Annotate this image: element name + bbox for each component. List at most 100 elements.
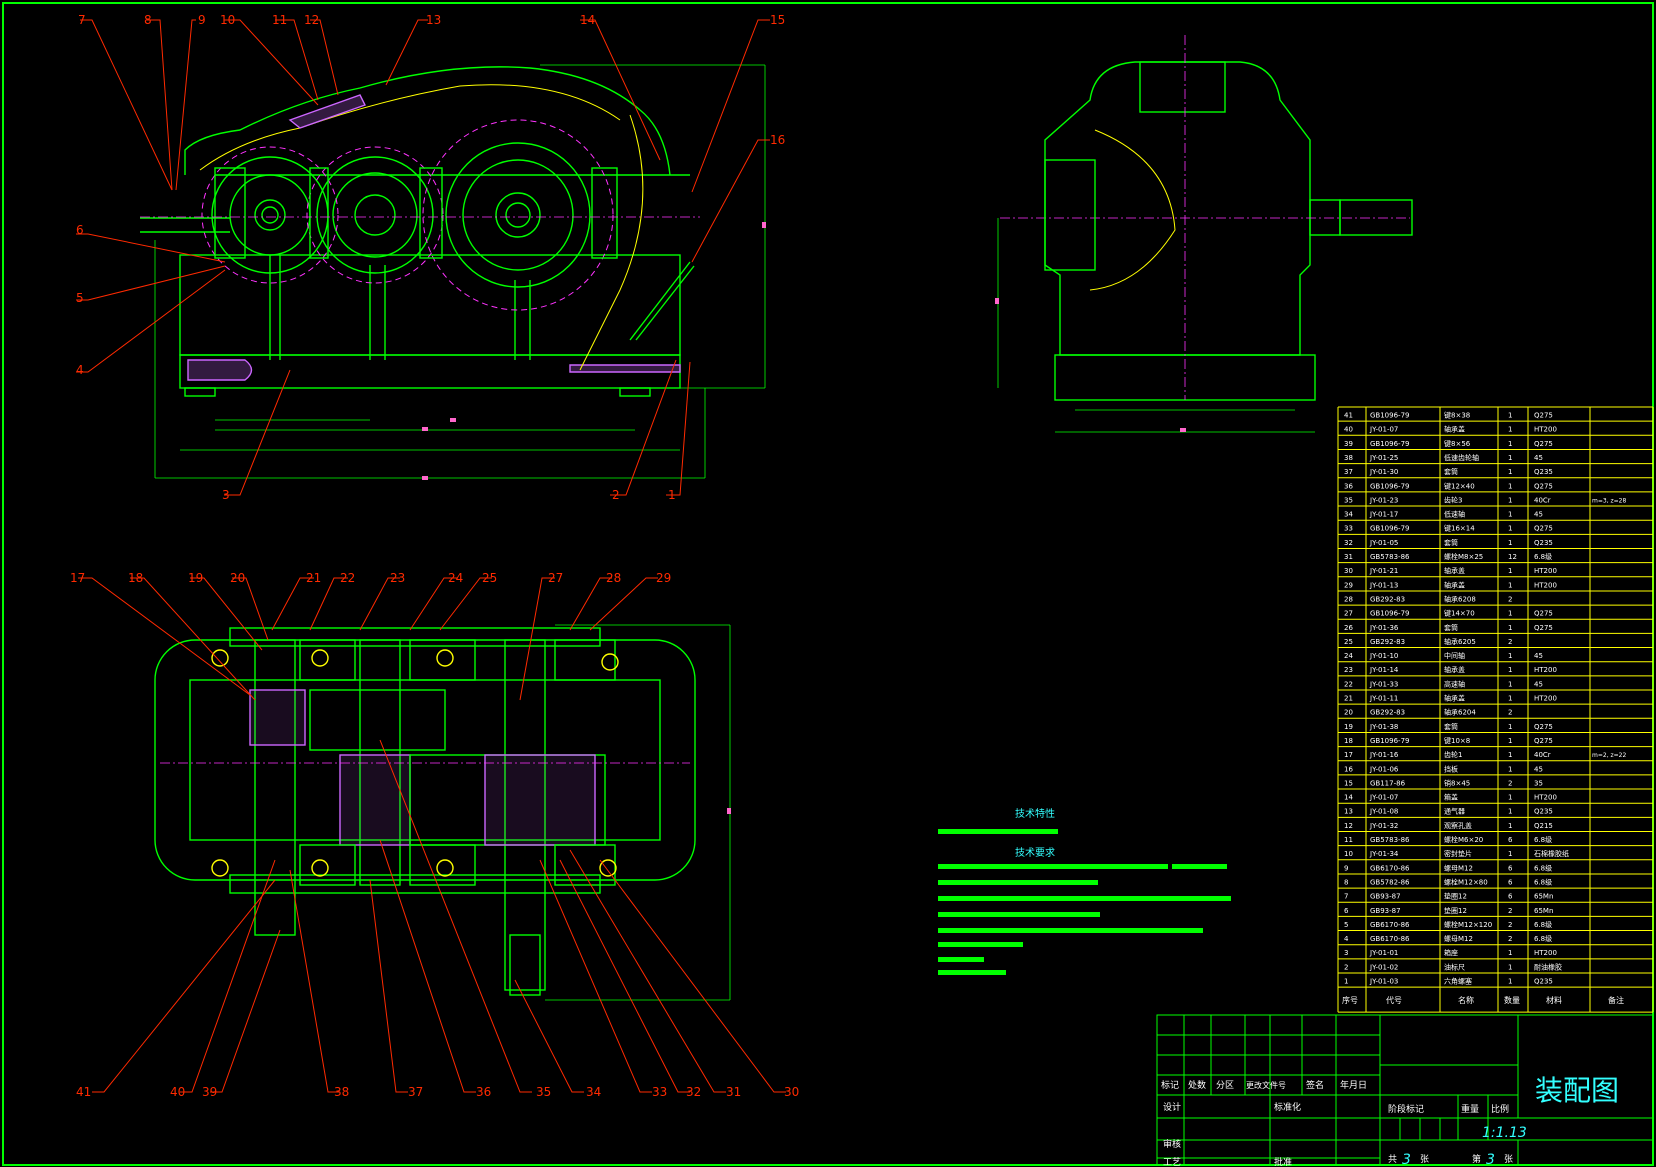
gear-high-inner [254,199,286,231]
part-row-material: Q235 [1534,808,1553,816]
callout-13: 13 [426,13,441,27]
dim-mark-1 [422,427,428,431]
part-row-qty: 1 [1508,963,1512,971]
part-row-material: 40Cr [1534,496,1551,504]
part-row-name: 键12×40 [1444,481,1475,490]
part-row-qty: 2 [1508,907,1512,915]
tb-sheet-prefix: 第 [1472,1153,1481,1165]
part-row-material: Q275 [1534,412,1553,420]
hatch-right-wall [569,364,681,373]
tech-line-2b [1172,864,1227,869]
plan-view [154,624,731,1001]
part-row-name: 套筒 [1444,623,1458,632]
part-row-code: JY-01-01 [1369,949,1398,957]
tb-change: 更改文件号 [1246,1080,1286,1090]
part-row-qty: 1 [1508,794,1512,802]
part-row-index: 24 [1344,652,1353,660]
tb-standard: 标准化 [1274,1101,1301,1113]
tb-mark: 标记 [1161,1079,1179,1091]
hatch-cover [288,94,366,129]
part-row-index: 22 [1344,680,1353,688]
part-row-note: m=3, z=28 [1592,497,1626,504]
pitch-circle-1 [201,146,339,284]
part-row-code: JY-01-30 [1369,468,1398,476]
part-row-name: 齿轮3 [1444,495,1462,504]
part-row-material: 6.8级 [1534,835,1552,844]
tech-line-9 [938,970,1006,975]
part-row-qty: 1 [1508,482,1512,490]
pitch-circle-3 [422,119,614,311]
table-header-code: 代号 [1386,995,1402,1005]
gear-high-hub [261,206,279,224]
part-row-qty: 6 [1508,836,1513,844]
part-row-qty: 2 [1508,935,1512,943]
part-row-material: 65Mn [1534,907,1553,915]
part-row-index: 27 [1344,610,1353,618]
part-row-index: 8 [1344,878,1348,886]
front-callout-numbers: 7 8 9 10 11 12 13 14 15 16 6 5 4 3 2 1 [76,13,785,502]
part-row-qty: 1 [1508,666,1512,674]
part-row-index: 38 [1344,454,1353,462]
part-row-name: 轴承盖 [1444,694,1465,703]
part-row-code: JY-01-06 [1369,765,1399,773]
callout-41: 41 [76,1085,91,1099]
part-row-qty: 6 [1508,893,1513,901]
callout-15: 15 [770,13,785,27]
part-row-name: 六角螺塞 [1444,977,1472,986]
part-row-name: 螺母M12 [1444,863,1473,872]
callout-20: 20 [230,571,245,585]
callout-8: 8 [144,13,152,27]
oil-dipstick [629,261,691,341]
part-row-code: GB6170-86 [1370,864,1410,872]
part-row-name: 销8×45 [1444,778,1470,787]
plan-gear-5 [484,754,596,846]
part-row-material: HT200 [1534,426,1557,434]
tb-count: 处数 [1188,1079,1206,1091]
part-row-material: 45 [1534,680,1543,688]
part-row-name: 套筒 [1444,538,1458,547]
part-row-name: 键16×14 [1444,524,1475,533]
plan-bolt-5 [211,859,229,877]
part-row-index: 17 [1344,751,1353,759]
drawing-title: 装配图 [1535,1074,1619,1107]
base-foot-right [619,387,651,397]
callout-4: 4 [76,363,84,377]
boss-right [591,167,618,259]
part-row-qty: 2 [1508,779,1512,787]
callout-7: 7 [78,13,86,27]
callout-3: 3 [222,488,230,502]
part-row-name: 键14×70 [1444,609,1475,618]
part-row-index: 10 [1344,850,1353,858]
part-row-qty: 1 [1508,808,1512,816]
gear-mid-mid [332,172,418,258]
part-row-qty: 12 [1508,553,1517,561]
part-row-material: HT200 [1534,567,1557,575]
part-row-material: HT200 [1534,949,1557,957]
side-section-curve [1089,129,1176,291]
part-row-code: JY-01-33 [1369,680,1398,688]
boss-left [214,167,246,259]
part-row-index: 29 [1344,581,1353,589]
callout-10: 10 [220,13,235,27]
plan-casing-bottom [229,874,601,894]
front-leaders [76,19,770,496]
plan-shaft-low-ext [509,934,541,996]
part-row-material: 65Mn [1534,893,1553,901]
part-row-material: 45 [1534,511,1543,519]
part-row-name: 轴承盖 [1444,566,1465,575]
part-row-name: 箱座 [1444,948,1458,957]
part-row-qty: 1 [1508,426,1512,434]
part-row-code: JY-01-32 [1369,822,1398,830]
plan-bolt-8 [599,859,617,877]
part-row-index: 30 [1344,567,1353,575]
part-row-name: 轴承6205 [1444,637,1476,646]
part-row-code: GB5783-86 [1370,553,1410,561]
part-row-name: 螺栓M12×80 [1444,877,1488,886]
part-row-qty: 2 [1508,921,1512,929]
part-row-index: 34 [1344,511,1353,519]
part-row-index: 12 [1344,822,1353,830]
part-row-qty: 1 [1508,610,1512,618]
part-row-code: JY-01-08 [1369,808,1398,816]
